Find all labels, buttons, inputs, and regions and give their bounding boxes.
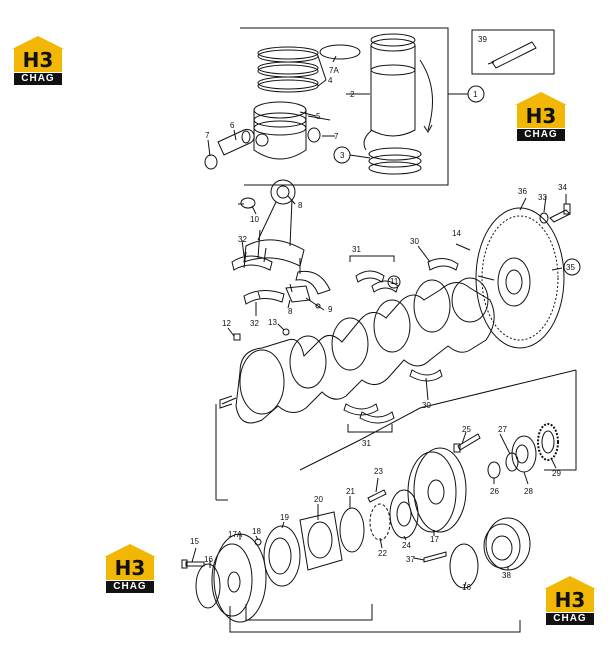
liner-seal-rings <box>368 147 422 175</box>
thrust-bearing-shell <box>427 258 459 271</box>
label-3: 3 <box>340 151 345 160</box>
label-18: 18 <box>252 527 261 536</box>
label-4: 4 <box>328 76 333 85</box>
label-24: 24 <box>402 541 411 550</box>
seal-ring <box>339 507 365 553</box>
label-32-top: 32 <box>238 235 247 244</box>
dowel-pin <box>282 328 290 336</box>
label-2: 2 <box>350 90 355 99</box>
front-seal <box>263 525 301 587</box>
bolt <box>367 489 387 503</box>
label-17A: 17A <box>228 530 243 539</box>
label-30-top: 30 <box>410 237 419 246</box>
label-7A: 7A <box>329 66 339 75</box>
main-bearing-shell <box>343 403 379 416</box>
bolt <box>185 561 205 567</box>
label-11: 11 <box>390 277 399 286</box>
main-bearing-shell <box>409 369 443 382</box>
circlip <box>204 154 218 170</box>
label-30-bottom: 30 <box>422 401 431 410</box>
label-16-right: 16 <box>462 583 471 592</box>
liner-group-frame <box>240 27 449 186</box>
label-14: 14 <box>452 229 461 238</box>
label-23: 23 <box>374 467 383 476</box>
connecting-rod <box>243 179 305 267</box>
adapter-ring <box>389 489 419 539</box>
label-22: 22 <box>378 549 387 558</box>
label-8-bottom: 8 <box>288 307 293 316</box>
label-35: 35 <box>566 263 575 272</box>
callout-35 <box>563 258 581 276</box>
label-5: 5 <box>316 112 321 121</box>
label-31-top: 31 <box>352 245 361 254</box>
flywheel <box>475 207 565 349</box>
label-33: 33 <box>538 193 547 202</box>
front-end-frame <box>544 370 577 471</box>
key <box>233 333 241 341</box>
sealant-box <box>471 29 555 75</box>
callout-1 <box>467 85 485 103</box>
label-13: 13 <box>268 318 277 327</box>
rod-cap <box>295 270 331 295</box>
label-28: 28 <box>524 487 533 496</box>
label-36: 36 <box>518 187 527 196</box>
label-7-left: 7 <box>205 131 210 140</box>
retaining-plate <box>195 563 221 609</box>
label-9: 9 <box>328 305 333 314</box>
main-bearing-shell <box>355 270 385 283</box>
label-31-bottom: 31 <box>362 439 371 448</box>
small-end-bushing <box>240 197 256 209</box>
label-19: 19 <box>280 513 289 522</box>
bolt <box>423 551 447 563</box>
callout-3 <box>333 146 351 164</box>
rod-bearing-shell <box>243 290 285 305</box>
label-27: 27 <box>498 425 507 434</box>
label-6: 6 <box>230 121 235 130</box>
main-bearing-shell <box>359 411 395 424</box>
o-ring <box>319 44 361 60</box>
label-16-left: 16 <box>204 555 213 564</box>
timing-cover <box>299 511 343 571</box>
label-38: 38 <box>502 571 511 580</box>
label-8-top: 8 <box>298 201 303 210</box>
label-7-right: 7 <box>334 132 339 141</box>
circlip <box>307 127 321 143</box>
label-29: 29 <box>552 469 561 478</box>
leader-lines <box>191 55 567 589</box>
label-12: 12 <box>222 319 231 328</box>
main-bearing-shell <box>371 280 399 293</box>
label-17: 17 <box>430 535 439 544</box>
label-32-bottom: 32 <box>250 319 259 328</box>
label-10: 10 <box>250 215 259 224</box>
label-21: 21 <box>346 487 355 496</box>
label-1: 1 <box>473 90 478 99</box>
label-25: 25 <box>462 425 471 434</box>
label-37: 37 <box>406 555 415 564</box>
crankshaft-gear <box>537 423 559 461</box>
rod-cap <box>285 285 311 303</box>
bolt <box>457 433 481 451</box>
cylinder-liner <box>370 33 416 137</box>
label-20: 20 <box>314 495 323 504</box>
label-34: 34 <box>558 183 567 192</box>
label-15: 15 <box>190 537 199 546</box>
label-26: 26 <box>490 487 499 496</box>
rod-bearing-shell <box>231 255 273 271</box>
sealant-tube-icon <box>491 41 537 69</box>
piston-ring-set <box>257 46 319 93</box>
piston-pin <box>217 128 255 156</box>
label-39: 39 <box>478 35 487 44</box>
washer <box>539 212 549 224</box>
thrust-washer <box>387 275 401 289</box>
vibration-damper <box>407 447 467 533</box>
piston <box>253 101 317 160</box>
